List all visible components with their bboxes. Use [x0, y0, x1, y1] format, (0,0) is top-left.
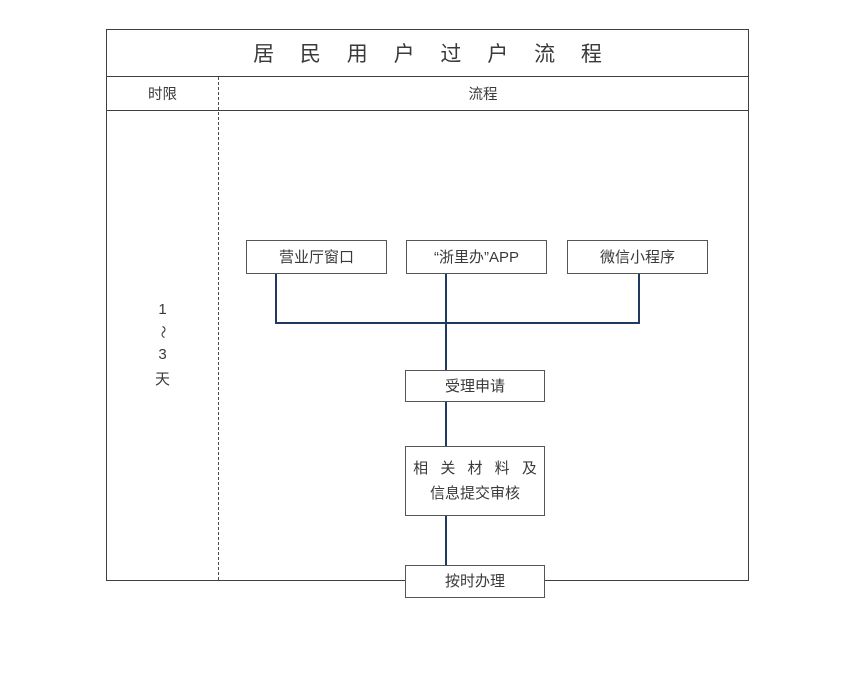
- flow-node-submit-materials-line2: 信息提交审核: [429, 485, 520, 502]
- flow-node-submit-materials-line1: 相 关 材 料 及: [413, 460, 541, 477]
- column-header-time-limit: 时限: [107, 77, 218, 110]
- connector-hall-drop: [275, 274, 277, 323]
- flow-node-submit-materials[interactable]: 相 关 材 料 及 信息提交审核: [405, 446, 545, 516]
- connector-to-accept: [445, 322, 447, 370]
- time-limit-unit: 天: [154, 371, 170, 389]
- table-header-row: 时限 流程: [107, 77, 748, 111]
- time-limit-range-dash: ～: [155, 325, 171, 339]
- table-title-row: 居 民 用 户 过 户 流 程: [107, 30, 748, 77]
- flow-node-accept-application[interactable]: 受理申请: [405, 370, 545, 402]
- flow-node-zhejiang-app[interactable]: “浙里办”APP: [406, 240, 547, 274]
- connector-to-submit: [445, 402, 447, 446]
- flow-node-wechat-miniprogram-label: 微信小程序: [599, 248, 675, 266]
- page-title: 居 民 用 户 过 户 流 程: [253, 43, 612, 66]
- connector-to-handle: [445, 516, 447, 565]
- column-header-time-limit-label: 时限: [148, 87, 177, 103]
- flow-node-wechat-miniprogram[interactable]: 微信小程序: [567, 240, 708, 274]
- flow-node-business-hall[interactable]: 营业厅窗口: [246, 240, 387, 274]
- column-separator: [218, 77, 219, 580]
- flow-node-process-on-time[interactable]: 按时办理: [405, 565, 545, 598]
- table-body-row: 1 ～ 3 天 营业厅窗口 “浙里办”APP 微信小程序: [107, 111, 748, 598]
- flow-node-business-hall-label: 营业厅窗口: [278, 248, 354, 266]
- time-limit-min: 1: [158, 301, 167, 319]
- connector-merge-bar: [275, 322, 640, 324]
- flow-node-accept-application-label: 受理申请: [444, 377, 505, 395]
- flow-node-process-on-time-label: 按时办理: [444, 573, 505, 590]
- flow-diagram: 营业厅窗口 “浙里办”APP 微信小程序 受理申请 相 关 材 料 及 信息提交…: [218, 111, 748, 598]
- column-header-process: 流程: [218, 77, 748, 110]
- flow-node-zhejiang-app-label: “浙里办”APP: [433, 248, 519, 266]
- time-limit-cell: 1 ～ 3 天: [107, 111, 218, 579]
- column-header-process-label: 流程: [468, 87, 498, 103]
- connector-wechat-drop: [638, 274, 640, 323]
- time-limit-max: 3: [158, 346, 167, 364]
- connector-app-drop: [445, 274, 447, 323]
- process-table: 居 民 用 户 过 户 流 程 时限 流程 1 ～ 3 天: [106, 29, 749, 598]
